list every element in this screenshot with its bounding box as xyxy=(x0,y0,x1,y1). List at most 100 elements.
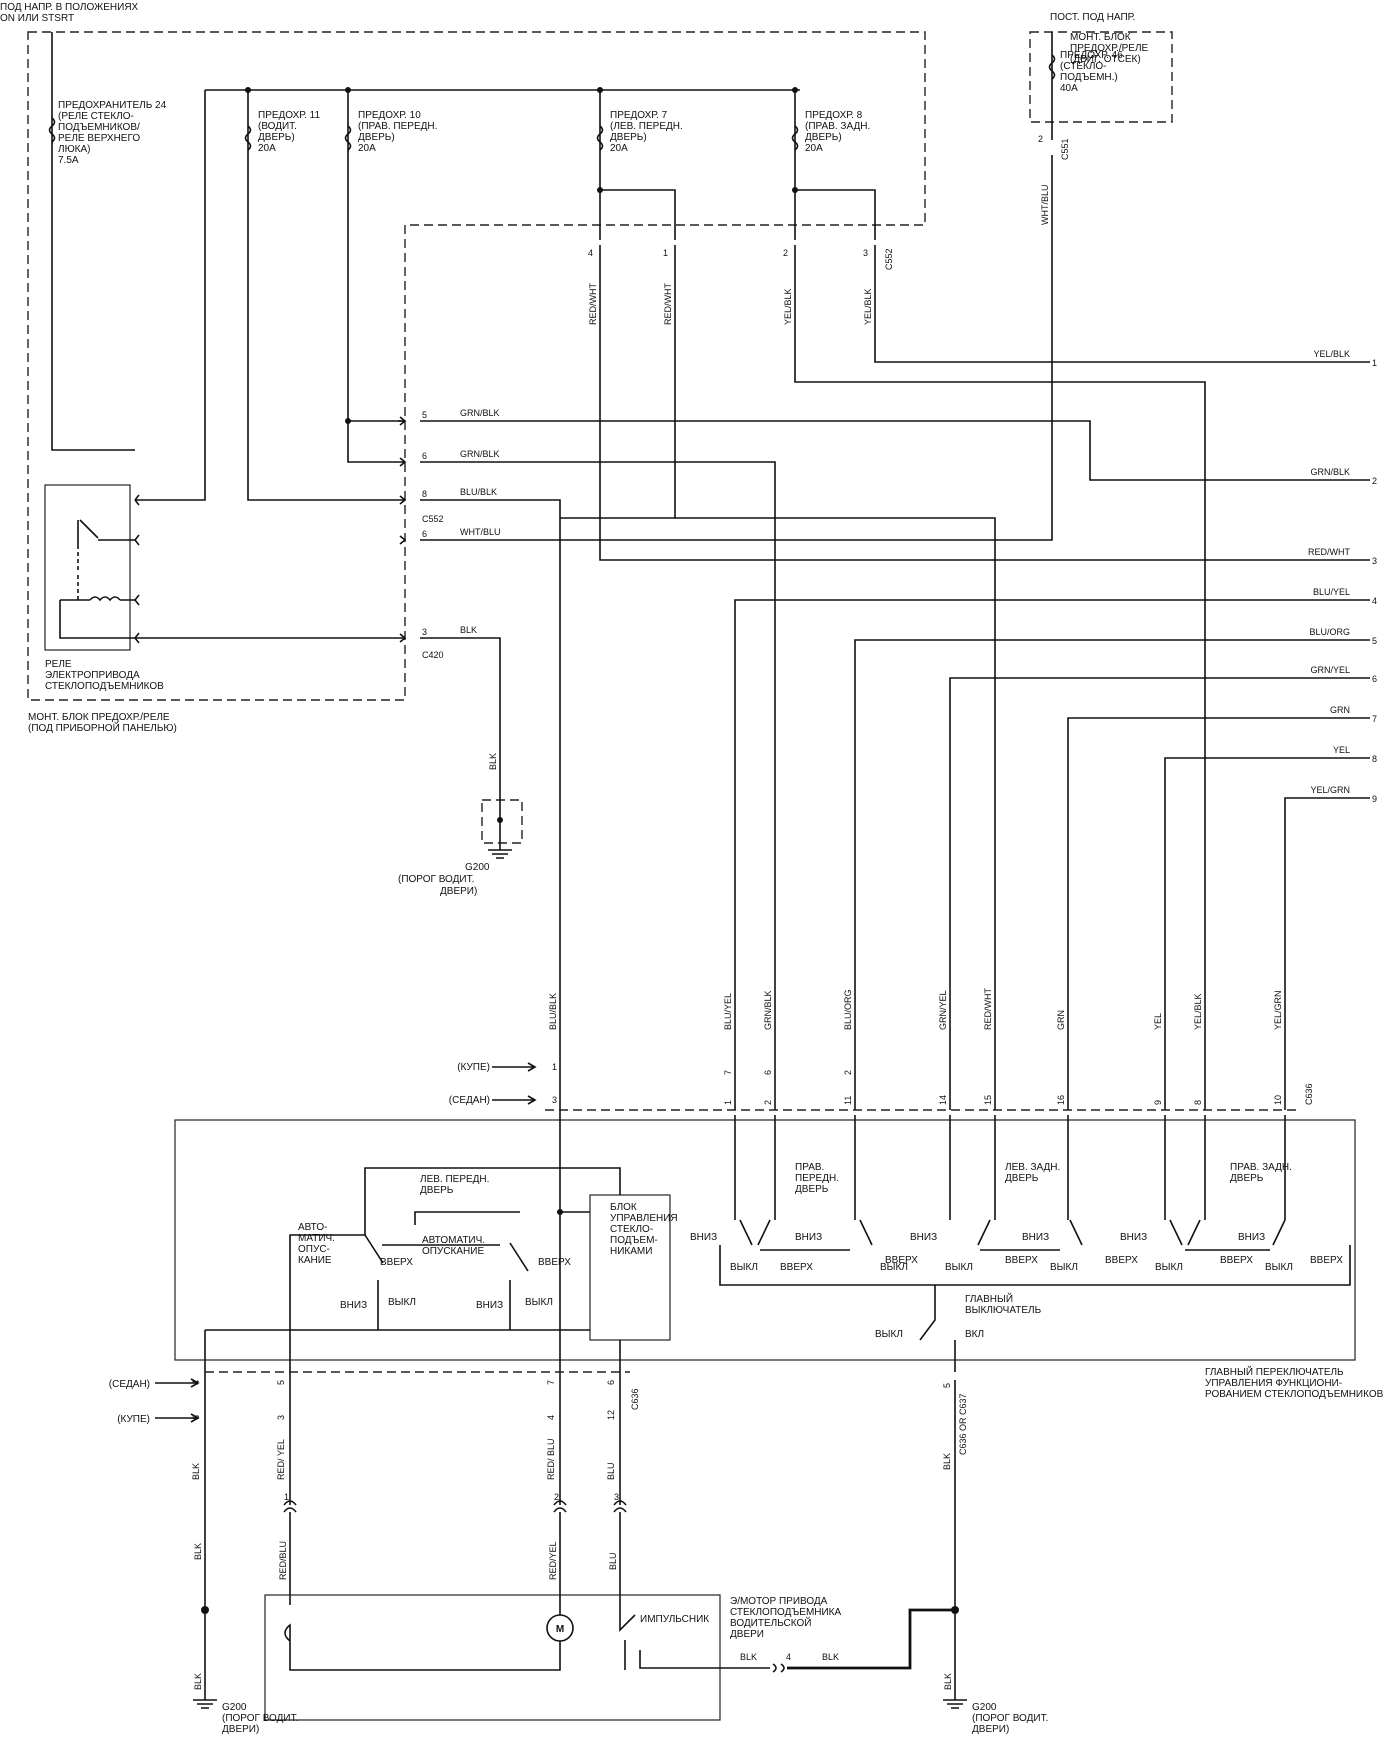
pin-label: 3 xyxy=(863,248,868,258)
lf-door-label-line: ДВЕРЬ xyxy=(420,1185,454,1196)
fuse-label-line: (РЕЛЕ СТЕКЛО- xyxy=(58,111,134,122)
down-label: ВНИЗ xyxy=(1238,1232,1265,1243)
off-label: ВЫКЛ xyxy=(1050,1262,1078,1273)
wire-label: YEL/GRN xyxy=(1273,990,1283,1030)
pin-label: 2 xyxy=(763,1100,773,1105)
pin-label: 6 xyxy=(191,1415,201,1420)
fuse-label-line: 20A xyxy=(610,143,628,154)
up-label: ВВЕРХ xyxy=(1005,1255,1038,1266)
wire-label: WHT/BLU xyxy=(1040,185,1050,226)
pin-label: 7 xyxy=(723,1070,733,1075)
motor-label-line: ДВЕРИ xyxy=(730,1629,764,1640)
g200-label-line: G200 xyxy=(222,1702,247,1713)
motor-label-line: ВОДИТЕЛЬСКОЙ xyxy=(730,1616,811,1629)
motor-label-line: СТЕКЛОПОДЪЕМНИКА xyxy=(730,1607,842,1618)
engine-block-label-line: ПРЕДОХР./РЕЛЕ xyxy=(1070,43,1149,54)
down-label: ВНИЗ xyxy=(795,1232,822,1243)
relay-label-line: ЭЛЕКТРОПРИВОДА xyxy=(45,670,140,681)
pin-label: 5 xyxy=(422,410,427,420)
g200-label-line: ДВЕРИ) xyxy=(972,1724,1009,1735)
rf-door-label-line: ПРАВ. xyxy=(795,1162,824,1173)
pin-label: 14 xyxy=(938,1095,948,1105)
wire-label: GRN xyxy=(1056,1010,1066,1030)
terminal-number: 4 xyxy=(1372,596,1377,606)
down-label: ВНИЗ xyxy=(476,1300,503,1311)
pin-label: 5 xyxy=(276,1380,286,1385)
on-label: ВКЛ xyxy=(965,1329,984,1340)
main-switch-label-line: ВЫКЛЮЧАТЕЛЬ xyxy=(965,1305,1042,1316)
auto-down-label-line: ОПУС- xyxy=(298,1244,330,1255)
pin-label: 15 xyxy=(983,1095,993,1105)
off-label: ВЫКЛ xyxy=(880,1262,908,1273)
control-block-label-line: СТЕКЛО- xyxy=(610,1224,653,1235)
main-switch-label-line: ГЛАВНЫЙ xyxy=(965,1292,1013,1305)
terminal-number: 6 xyxy=(1372,674,1377,684)
pin-label: 1 xyxy=(284,1492,289,1502)
fuse-label-line: (ЛЕВ. ПЕРЕДН. xyxy=(610,121,683,132)
g200-label-line: ДВЕРИ) xyxy=(222,1724,259,1735)
main-switch-box xyxy=(174,1119,1356,1361)
g200-label-line: (ПОРОГ ВОДИТ. xyxy=(972,1713,1048,1724)
up-label: ВВЕРХ xyxy=(1310,1255,1343,1266)
off-label: ВЫКЛ xyxy=(1155,1262,1183,1273)
wire-label: YEL/GRN xyxy=(1310,785,1350,795)
pin-label: 1 xyxy=(552,1062,557,1072)
rf-door-label-line: ДВЕРЬ xyxy=(795,1184,829,1195)
auto-down-label-line: ОПУСКАНИЕ xyxy=(422,1246,484,1257)
connector-c636-label: C636 xyxy=(1304,1083,1314,1105)
up-label: ВВЕРХ xyxy=(1105,1255,1138,1266)
pin-label: 9 xyxy=(1153,1100,1163,1105)
pulser-label: ИМПУЛЬСНИК xyxy=(640,1614,709,1625)
fuse-label-line: ДВЕРЬ) xyxy=(610,132,647,143)
auto-down-label-line: МАТИЧ. xyxy=(298,1233,335,1244)
off-label: ВЫКЛ xyxy=(1265,1262,1293,1273)
switch-title-line: ГЛАВНЫЙ ПЕРЕКЛЮЧАТЕЛЬ xyxy=(1205,1365,1344,1378)
pin-label: 4 xyxy=(588,248,593,258)
engine-block-label-line: МОНТ. БЛОК xyxy=(1070,32,1131,43)
g200-label: G200 xyxy=(465,862,490,873)
fuse-label-line: ДВЕРЬ) xyxy=(358,132,395,143)
fuse-label-line: ПРЕДОХРАНИТЕЛЬ 24 xyxy=(58,100,167,111)
wire-label: BLU xyxy=(608,1552,618,1570)
g200-label-line: (ПОРОГ ВОДИТ. xyxy=(222,1713,298,1724)
wire-label: YEL xyxy=(1153,1013,1163,1030)
dash-block-label-line: (ПОД ПРИБОРНОЙ ПАНЕЛЬЮ) xyxy=(28,721,177,734)
off-label: ВЫКЛ xyxy=(525,1297,553,1308)
fuse-label-line: 20A xyxy=(805,143,823,154)
wire-label: YEL/BLK xyxy=(1313,349,1350,359)
relay-label-line: РЕЛЕ xyxy=(45,659,72,670)
auto-down-label-line: КАНИЕ xyxy=(298,1255,332,1266)
wire-label: GRN/BLK xyxy=(460,449,500,459)
wire-label: YEL/BLK xyxy=(1193,993,1203,1030)
fuse-label-line: ПРЕДОХР. 8 xyxy=(805,110,863,121)
dash-block-label-line: МОНТ. БЛОК ПРЕДОХР./РЕЛЕ xyxy=(28,712,170,723)
fuse-label-line: 20A xyxy=(358,143,376,154)
connector-c636-label: C636 xyxy=(630,1388,640,1410)
pin-label: 5 xyxy=(942,1383,952,1388)
sedan-label: (СЕДАН) xyxy=(109,1379,150,1390)
fuse-label-line: ЛЮКА) xyxy=(58,144,91,155)
dash-fuse-block-outline xyxy=(27,31,926,701)
sedan-label: (СЕДАН) xyxy=(449,1095,490,1106)
fuse-label-line: ПРЕДОХР. 10 xyxy=(358,110,421,121)
g200-label: (ПОРОГ ВОДИТ. xyxy=(398,874,474,885)
down-label: ВНИЗ xyxy=(910,1232,937,1243)
wire-label: BLU/BLK xyxy=(460,487,497,497)
up-label: ВВЕРХ xyxy=(1220,1255,1253,1266)
fuse-46-label-line: (СТЕКЛО- xyxy=(1060,61,1107,72)
motor-box xyxy=(264,1594,721,1721)
wire-label: YEL xyxy=(1333,745,1350,755)
fuse-label-line: ПРЕДОХР. 7 xyxy=(610,110,668,121)
up-label: ВВЕРХ xyxy=(885,1255,918,1266)
motor-letter: M xyxy=(556,1624,564,1635)
fuse-label-line: ДВЕРЬ) xyxy=(258,132,295,143)
relay-box xyxy=(44,484,131,651)
pin-label: 6 xyxy=(606,1380,616,1385)
up-label: ВВЕРХ xyxy=(538,1257,571,1268)
pin-label: 2 xyxy=(843,1070,853,1075)
fuse-label-line: ПОДЪЕМНИКОВ/ xyxy=(58,122,140,133)
pin-label: 3 xyxy=(276,1415,286,1420)
wire-label: RED/BLU xyxy=(278,1541,288,1580)
